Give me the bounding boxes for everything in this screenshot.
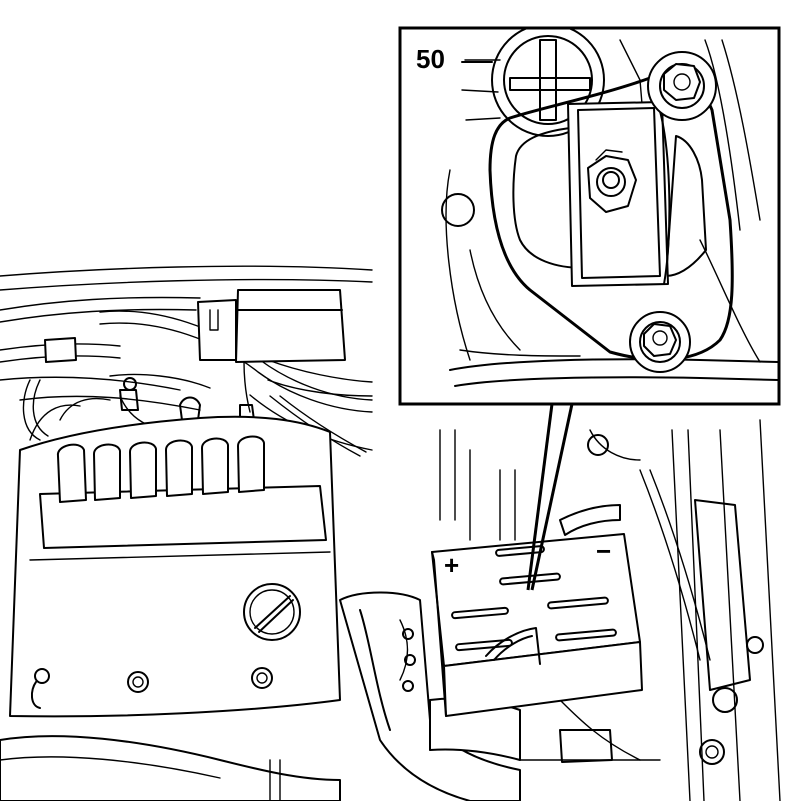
lower-hoses	[0, 591, 661, 801]
callout-leader	[526, 403, 574, 591]
battery-positive-symbol: +	[444, 550, 459, 580]
engine-intake-cover	[9, 415, 341, 718]
detail-inset: 50	[398, 26, 781, 406]
battery: + −	[431, 533, 643, 717]
callout-label-50: 50	[416, 44, 445, 74]
battery-negative-symbol: −	[596, 536, 611, 566]
relay-box	[44, 289, 346, 363]
